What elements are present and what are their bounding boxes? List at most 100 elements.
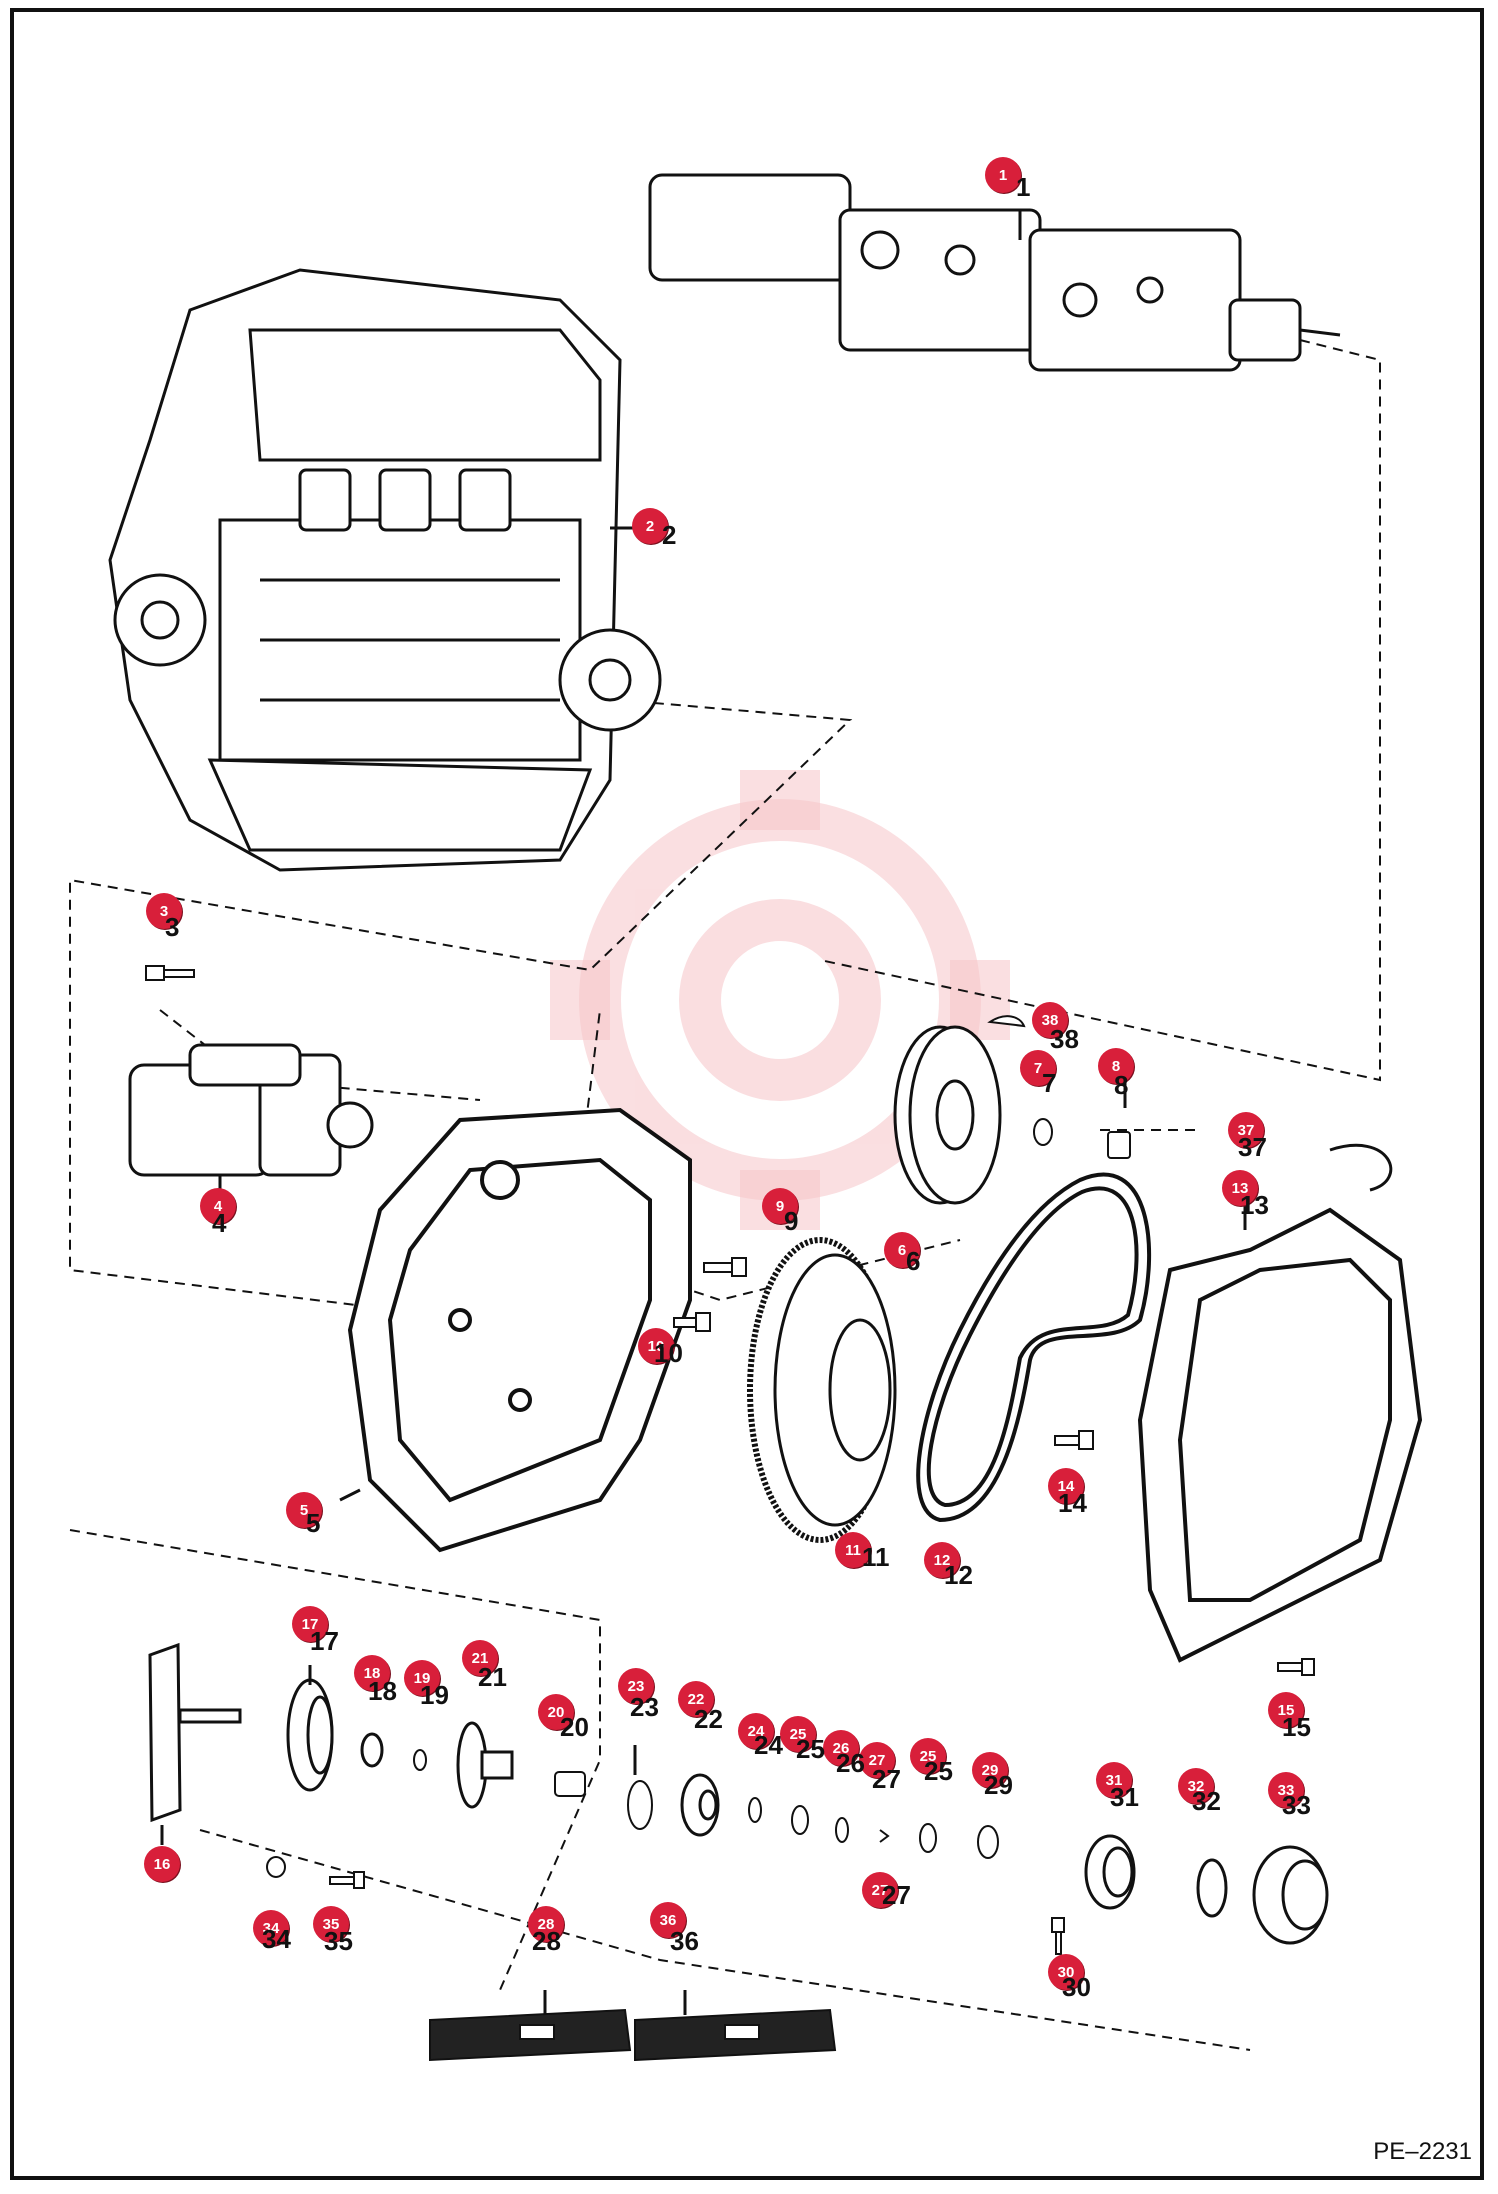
ring-26 — [835, 1817, 849, 1843]
label-24: 24 — [754, 1730, 783, 1760]
label-5: 5 — [306, 1508, 321, 1538]
callout-11: 11 — [835, 1532, 871, 1568]
callout-10: 10 — [638, 1328, 674, 1364]
bearing-18 — [360, 1732, 384, 1768]
label-32: 32 — [1192, 1786, 1221, 1816]
washer-29 — [977, 1825, 999, 1859]
washer-34 — [266, 1856, 286, 1878]
callout-6: 6 — [884, 1232, 920, 1268]
engine-block — [108, 268, 662, 872]
washer-23 — [627, 1780, 653, 1830]
figure-reference: PE–2231 — [1373, 2138, 1472, 2165]
bolt-15 — [1277, 1658, 1315, 1676]
crank-pulley — [893, 1025, 1002, 1205]
spacer-20 — [554, 1771, 586, 1797]
callout-4: 4 — [200, 1188, 236, 1224]
label-26: 26 — [836, 1748, 865, 1778]
washer-7 — [1033, 1118, 1053, 1146]
label-25a: 25 — [796, 1734, 825, 1764]
snap-ring-32 — [1196, 1858, 1228, 1918]
starter-motor — [128, 1043, 374, 1177]
label-33: 33 — [1282, 1790, 1311, 1820]
drive-belt — [916, 1172, 1152, 1523]
label-11: 11 — [862, 1542, 890, 1572]
bracket-16 — [148, 1642, 242, 1823]
label-22: 22 — [694, 1704, 723, 1734]
callout-18: 18 — [354, 1655, 390, 1691]
bolt-14 — [1054, 1430, 1094, 1450]
callout-26: 26 — [823, 1730, 859, 1766]
callout-36: 36 — [650, 1902, 686, 1938]
label-36: 36 — [670, 1926, 699, 1956]
callout-27b: 27 — [862, 1872, 898, 1908]
label-17: 17 — [310, 1626, 339, 1656]
washer-25b — [919, 1823, 937, 1853]
label-7: 7 — [1042, 1068, 1057, 1098]
washer-25a — [791, 1805, 809, 1835]
callout-13: 13 — [1222, 1170, 1258, 1206]
callout-31: 31 — [1096, 1762, 1132, 1798]
kit-pack-36 — [634, 2008, 837, 2062]
callout-12: 12 — [924, 1542, 960, 1578]
callout-27a: 27 — [859, 1742, 895, 1778]
callout-22: 22 — [678, 1681, 714, 1717]
kit-pack-28 — [429, 2008, 632, 2062]
callout-21: 21 — [462, 1640, 498, 1676]
ring-19 — [413, 1749, 427, 1771]
label-20: 20 — [560, 1712, 589, 1742]
belt-cover — [1137, 1207, 1423, 1663]
hydraulic-pump — [648, 173, 1341, 372]
bolt-3 — [145, 965, 195, 981]
callout-17: 17 — [292, 1606, 328, 1642]
bolt-35 — [329, 1871, 365, 1889]
label-15: 15 — [1282, 1712, 1311, 1742]
callout-1: 1 — [985, 157, 1021, 193]
bearing-33 — [1252, 1845, 1329, 1945]
bolt-10 — [673, 1312, 711, 1332]
label-27b: 27 — [882, 1880, 911, 1910]
callout-14: 14 — [1048, 1468, 1084, 1504]
label-28: 28 — [532, 1926, 561, 1956]
label-18: 18 — [368, 1676, 397, 1706]
callout-24: 24 — [738, 1713, 774, 1749]
seal-17 — [286, 1678, 334, 1792]
flywheel — [747, 1237, 897, 1543]
nut-8 — [1107, 1131, 1131, 1159]
callout-38: 38 — [1032, 1002, 1068, 1038]
label-21: 21 — [478, 1662, 507, 1692]
label-9: 9 — [784, 1206, 799, 1236]
callout-29: 29 — [972, 1752, 1008, 1788]
label-13: 13 — [1240, 1190, 1269, 1220]
bolt-9 — [703, 1257, 747, 1277]
label-35: 35 — [324, 1926, 353, 1956]
callout-28: 28 — [528, 1906, 564, 1942]
callout-30: 30 — [1048, 1954, 1084, 1990]
flywheel-housing — [347, 1107, 692, 1553]
label-19: 19 — [420, 1680, 449, 1710]
callout-3: 3 — [146, 893, 182, 929]
callout-34: 34 — [253, 1910, 289, 1946]
callout-16: 16 — [144, 1846, 180, 1882]
key-38 — [987, 1015, 1026, 1028]
label-38: 38 — [1050, 1024, 1079, 1054]
label-25b: 25 — [924, 1756, 953, 1786]
callout-7: 7 — [1020, 1050, 1056, 1086]
callout-20: 20 — [538, 1694, 574, 1730]
callout-19: 19 — [404, 1660, 440, 1696]
label-29: 29 — [984, 1770, 1013, 1800]
label-10: 10 — [654, 1338, 683, 1368]
spring-27 — [879, 1829, 890, 1843]
label-14: 14 — [1058, 1488, 1087, 1518]
callout-25a: 25 — [780, 1716, 816, 1752]
label-34: 34 — [262, 1924, 291, 1954]
clip-37 — [1329, 1143, 1393, 1192]
bearing-22 — [680, 1773, 720, 1837]
diagram-frame — [10, 8, 1484, 2180]
callout-23: 23 — [618, 1668, 654, 1704]
label-4: 4 — [212, 1208, 227, 1238]
callout-25b: 25 — [910, 1738, 946, 1774]
bearing-31 — [1084, 1834, 1136, 1910]
label-30: 30 — [1062, 1972, 1091, 2002]
bolt-30 — [1051, 1917, 1065, 1955]
